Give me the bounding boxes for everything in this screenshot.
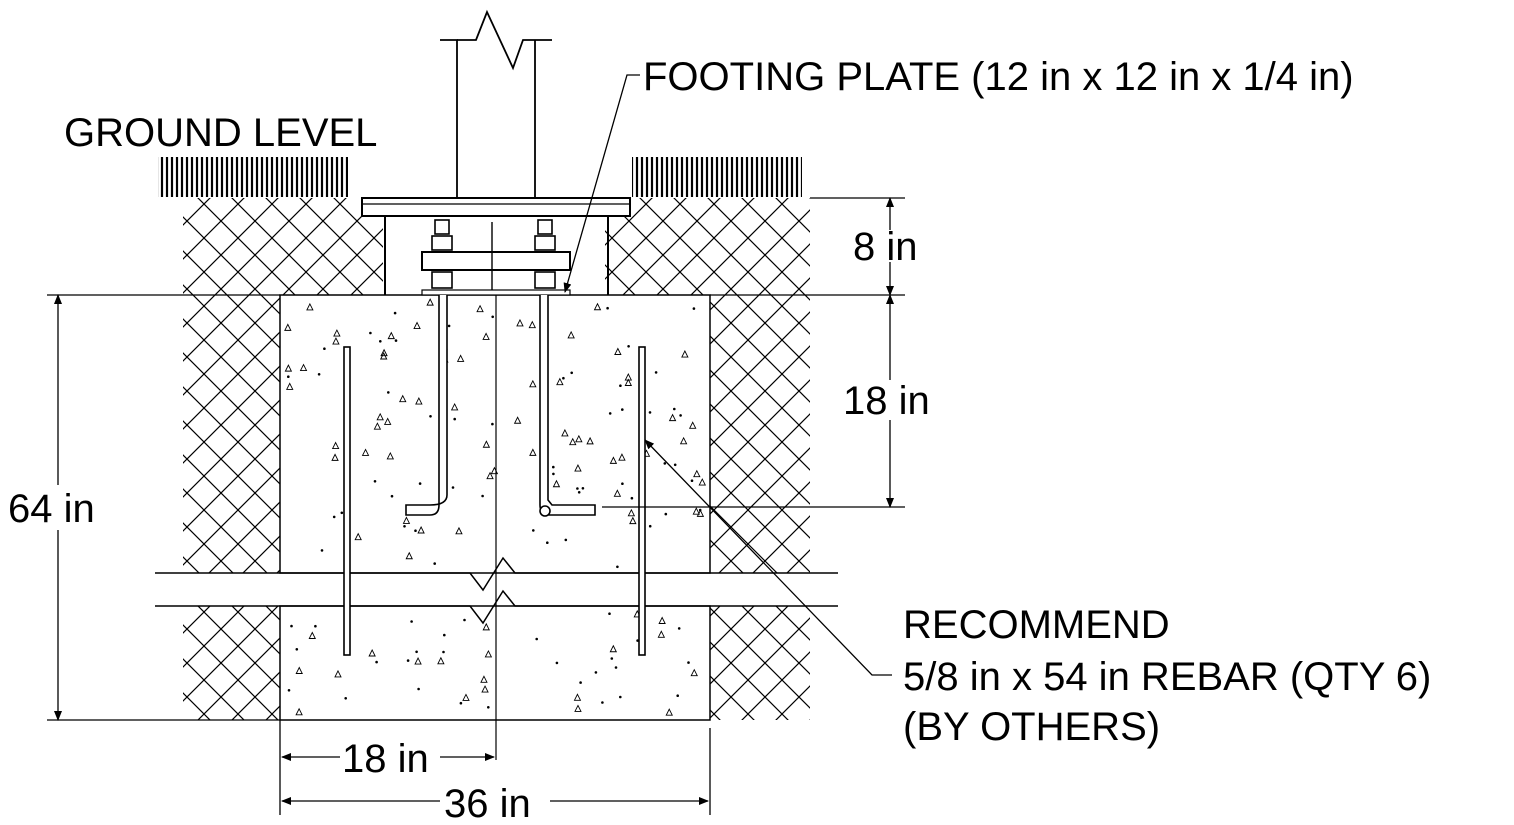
rebar	[343, 346, 646, 656]
break-line-bottom	[155, 589, 838, 625]
footing-plate	[361, 197, 631, 296]
dimension-lines	[54, 197, 894, 815]
grass-left	[158, 157, 348, 197]
footing-plate-label: FOOTING PLATE (12 in x 12 in x 1/4 in)	[643, 55, 1354, 99]
dimension-anchor-depth: 18 in	[843, 379, 930, 423]
leader-lines	[563, 74, 905, 676]
dimension-total-depth: 64 in	[8, 487, 95, 531]
ground-level-label: GROUND LEVEL	[64, 111, 377, 155]
break-line-top	[155, 556, 838, 592]
recommend-label-line2: 5/8 in x 54 in REBAR (QTY 6)	[903, 655, 1431, 699]
dimension-full-width: 36 in	[444, 782, 531, 825]
dimension-half-width: 18 in	[342, 737, 429, 781]
recommend-label-line1: RECOMMEND	[903, 603, 1170, 647]
soil-hatch	[183, 198, 810, 720]
post-column	[440, 9, 552, 198]
dimension-top-depth: 8 in	[853, 225, 918, 269]
grass-right	[632, 157, 802, 197]
anchor-bolts	[405, 219, 596, 517]
recommend-label-line3: (BY OTHERS)	[903, 705, 1160, 749]
